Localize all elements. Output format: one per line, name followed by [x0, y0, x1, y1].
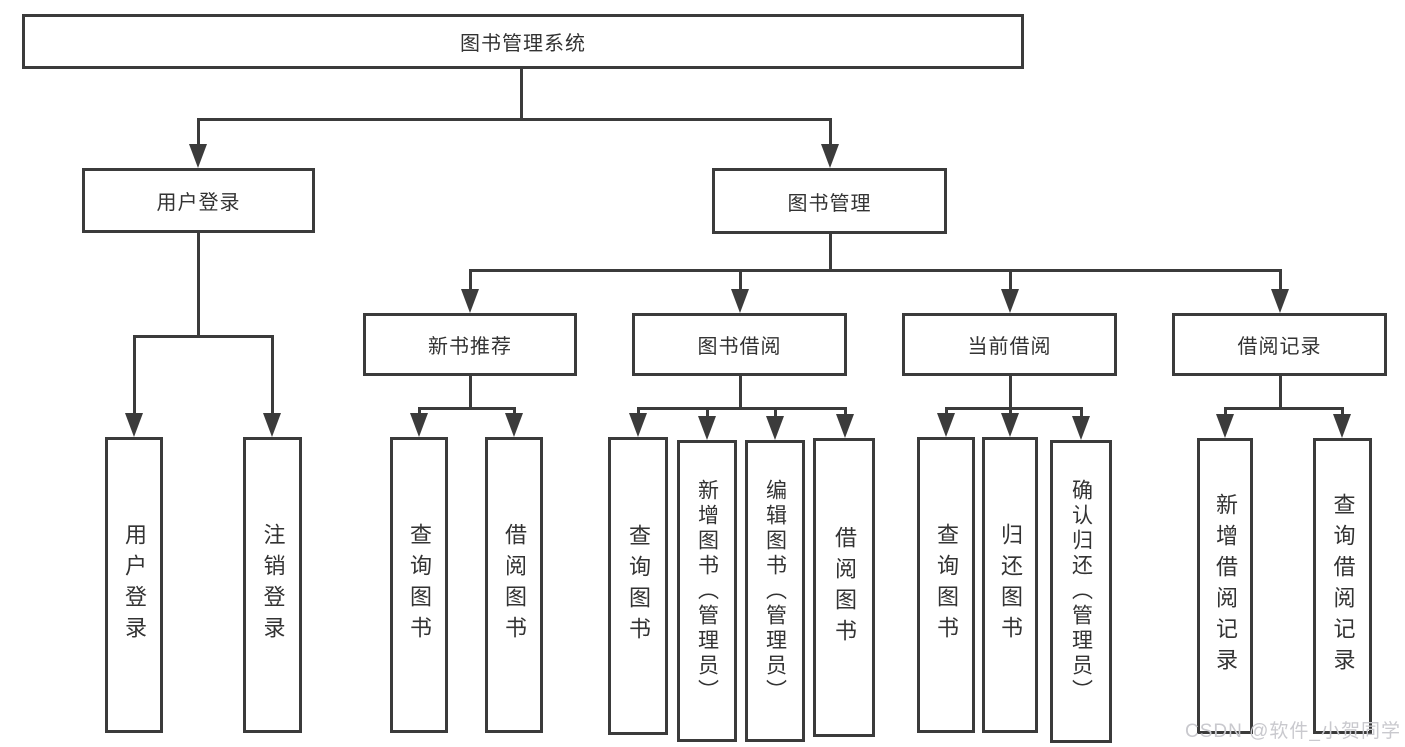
edge-drop-book-management — [1278, 269, 1282, 293]
arrowhead-down-icon — [1216, 414, 1234, 438]
node-label: 图书借阅 — [697, 336, 782, 358]
arrowhead-down-icon — [1072, 416, 1090, 440]
edge-stem-borrow-records — [1278, 376, 1282, 410]
arrowhead-down-icon — [629, 413, 647, 437]
node-new-book-recommend: 新书推荐 — [363, 313, 577, 376]
arrowhead-down-icon — [1001, 413, 1019, 437]
edge-drop-book-management — [1008, 269, 1012, 293]
edge-drop-current-borrow — [1079, 407, 1083, 420]
arrowhead-down-icon — [836, 414, 854, 438]
arrowhead-down-icon — [1271, 289, 1289, 313]
edge-drop-book-management — [468, 269, 472, 293]
node-label: 图书管理系统 — [460, 33, 586, 55]
node-label: 用户登录 — [156, 192, 241, 214]
node-label: 用户登录 — [122, 523, 147, 647]
node-leaf-edit-books: 编辑图书（管理员） — [745, 440, 805, 742]
arrowhead-down-icon — [1001, 289, 1019, 313]
arrowhead-down-icon — [937, 413, 955, 437]
node-label: 新书推荐 — [428, 336, 512, 358]
edge-drop-current-borrow — [1008, 407, 1012, 417]
edge-drop-borrow-records — [1340, 407, 1344, 418]
node-leaf-user-login: 用户登录 — [105, 437, 163, 733]
node-label: 借阅图书 — [832, 525, 857, 650]
arrowhead-down-icon — [766, 416, 784, 440]
edge-rail-book-management — [468, 269, 1282, 272]
node-leaf-borrow-books-2: 借阅图书 — [813, 438, 875, 737]
node-label: 查询图书 — [934, 523, 959, 647]
arrowhead-down-icon — [1333, 414, 1351, 438]
edge-stem-user-login — [196, 233, 200, 338]
edge-drop-current-borrow — [944, 407, 948, 417]
edge-drop-user-login — [270, 335, 274, 417]
edge-rail-user-login — [132, 335, 274, 338]
node-borrow-records: 借阅记录 — [1172, 313, 1387, 376]
arrowhead-down-icon — [731, 289, 749, 313]
node-label: 借阅图书 — [502, 523, 527, 647]
node-leaf-query-books-3: 查询图书 — [917, 437, 975, 733]
node-current-borrow: 当前借阅 — [902, 313, 1117, 376]
edge-rail-borrow-records — [1223, 407, 1344, 410]
node-book-management: 图书管理 — [712, 168, 947, 234]
node-label: 新增借阅记录 — [1213, 493, 1238, 679]
csdn-watermark: CSDN @软件_小贺同学 — [1185, 721, 1401, 742]
edge-stem-book-borrow — [738, 376, 742, 410]
edge-drop-borrow-records — [1223, 407, 1227, 418]
edge-drop-root — [828, 118, 832, 148]
node-label: 当前借阅 — [967, 336, 1052, 358]
node-leaf-logout: 注销登录 — [243, 437, 302, 733]
edge-drop-book-borrow — [843, 407, 847, 418]
arrowhead-down-icon — [821, 144, 839, 168]
edge-rail-book-borrow — [636, 407, 847, 410]
edge-rail-new-book-recommend — [417, 407, 516, 410]
edge-stem-new-book-recommend — [468, 376, 472, 410]
node-label: 新增图书（管理员） — [695, 478, 719, 704]
node-book-borrow: 图书借阅 — [632, 313, 847, 376]
node-leaf-confirm-return: 确认归还（管理员） — [1050, 440, 1112, 743]
edge-stem-current-borrow — [1008, 376, 1012, 410]
arrowhead-down-icon — [461, 289, 479, 313]
node-label: 图书管理 — [787, 192, 872, 215]
node-label: 查询图书 — [407, 523, 432, 647]
node-user-login: 用户登录 — [82, 168, 315, 233]
edge-drop-new-book-recommend — [512, 407, 516, 417]
node-label: 查询借阅记录 — [1330, 493, 1356, 679]
arrowhead-down-icon — [505, 413, 523, 437]
node-leaf-query-books-1: 查询图书 — [390, 437, 448, 733]
node-label: 编辑图书（管理员） — [763, 478, 787, 704]
edge-drop-book-management — [738, 269, 742, 293]
edge-rail-root — [196, 118, 832, 121]
node-leaf-return-books: 归还图书 — [982, 437, 1038, 733]
edge-drop-book-borrow — [636, 407, 640, 417]
node-label: 确认归还（管理员） — [1069, 479, 1093, 704]
edge-drop-user-login — [132, 335, 136, 417]
arrowhead-down-icon — [410, 413, 428, 437]
edge-drop-new-book-recommend — [417, 407, 421, 417]
node-label: 查询图书 — [626, 524, 651, 648]
node-label: 注销登录 — [260, 523, 286, 647]
node-leaf-query-record: 查询借阅记录 — [1313, 438, 1372, 734]
node-root: 图书管理系统 — [22, 14, 1024, 69]
node-leaf-borrow-books-1: 借阅图书 — [485, 437, 543, 733]
arrowhead-down-icon — [263, 413, 281, 437]
edge-drop-book-borrow — [705, 407, 709, 420]
edge-stem-book-management — [828, 234, 832, 272]
node-leaf-query-books-2: 查询图书 — [608, 437, 668, 735]
node-label: 归还图书 — [998, 523, 1023, 647]
arrowhead-down-icon — [698, 416, 716, 440]
edge-drop-root — [196, 118, 200, 148]
node-label: 借阅记录 — [1237, 336, 1322, 358]
node-leaf-add-books: 新增图书（管理员） — [677, 440, 737, 742]
node-leaf-add-record: 新增借阅记录 — [1197, 438, 1253, 734]
edge-drop-book-borrow — [773, 407, 777, 420]
edge-stem-root — [519, 69, 523, 121]
arrowhead-down-icon — [189, 144, 207, 168]
arrowhead-down-icon — [125, 413, 143, 437]
edge-rail-current-borrow — [944, 407, 1083, 410]
